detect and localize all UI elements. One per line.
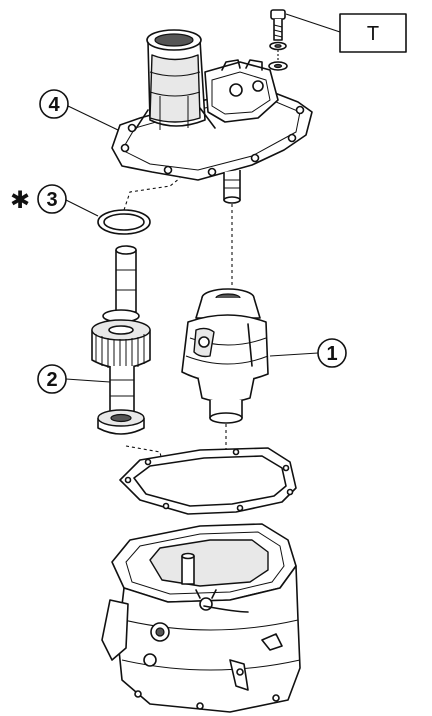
callout-1: 1 [269, 338, 347, 368]
gasket [119, 447, 297, 561]
callout-4: 4 [39, 89, 119, 131]
idler-shaft-gear [91, 245, 163, 463]
callout-3-label: 3 [46, 189, 57, 211]
carrier-assembly [181, 204, 269, 452]
callout-2-label: 2 [46, 369, 57, 391]
bolt-and-washers [268, 9, 288, 71]
torque-box [339, 13, 407, 53]
callout-3: ✱ 3 [10, 184, 99, 217]
torque-callout: T [285, 13, 407, 53]
callout-4-label: 4 [48, 94, 60, 116]
torque-label: T [367, 23, 379, 45]
callout-1-label: 1 [326, 343, 337, 365]
o-ring [97, 177, 181, 235]
lower-case-housing [101, 523, 301, 713]
callout-2: 2 [37, 364, 111, 394]
upper-case-housing [111, 29, 313, 204]
asterisk-mark: ✱ [10, 186, 30, 214]
